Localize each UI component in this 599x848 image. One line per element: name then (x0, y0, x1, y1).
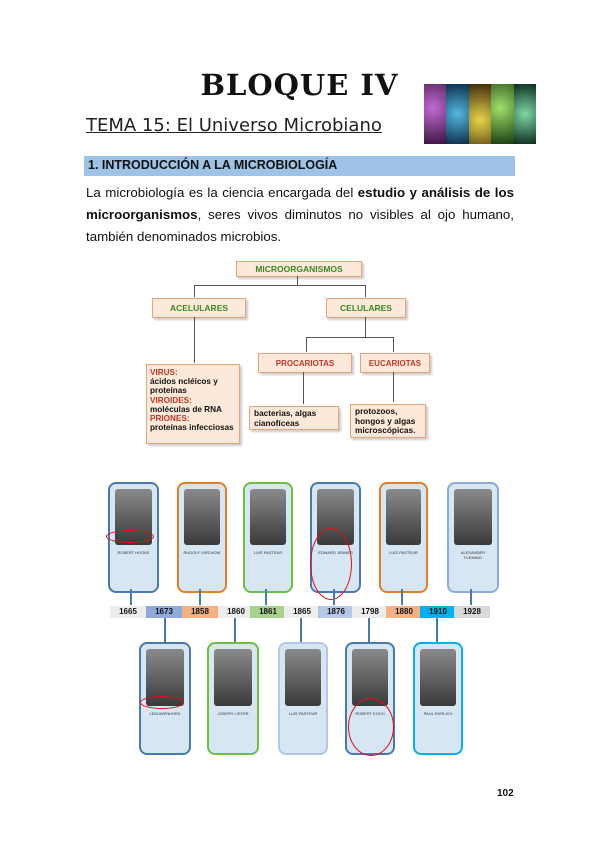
section-heading-bar: 1. INTRODUCCIÓN A LA MICROBIOLOGÍA (84, 156, 515, 176)
virus-label: VIRUS: (150, 368, 178, 377)
scientist-name: ROBERT HOOKE (117, 549, 150, 555)
viroides-label: VIROIDES: (150, 395, 192, 405)
year-1858: 1858 (182, 606, 218, 618)
node-eucariotas: EUCARIOTAS (360, 353, 430, 373)
highlight-ring (348, 698, 394, 756)
portrait-image (214, 649, 252, 706)
scientist-name: LUIS PASTEUR (288, 710, 318, 716)
year-1798: 1798 (352, 606, 388, 618)
highlight-ring (140, 696, 184, 709)
portrait-image (454, 489, 492, 545)
portrait-image (420, 649, 456, 706)
priones-text: proteínas infecciosas (150, 423, 234, 433)
card-luis-pasteur-1865: LUIS PASTEUR (278, 642, 328, 755)
scientist-name: LUIS PASTEUR (389, 549, 418, 555)
card-rudolf-virchow: RUDOLF VIRCHOW (177, 482, 227, 593)
year-1673: 1673 (146, 606, 182, 618)
year-1861: 1861 (250, 606, 286, 618)
card-luis-pasteur-1861: LUIS PASTEUR (243, 482, 293, 593)
card-joseph-lister: JOSEPH LISTER (207, 642, 259, 755)
scientist-name: JOSEPH LISTER (217, 710, 249, 716)
para-text-1: La microbiología es la ciencia encargada… (86, 185, 358, 200)
section-heading: 1. INTRODUCCIÓN A LA MICROBIOLOGÍA (88, 158, 338, 172)
year-1860: 1860 (218, 606, 254, 618)
highlight-ring (310, 528, 352, 600)
scientist-name: LEEUWENHOEK (149, 710, 181, 716)
scientist-name: RUDOLF VIRCHOW (183, 549, 221, 555)
node-acelulares: ACELULARES (152, 298, 246, 318)
viroides-text: moléculas de RNA (150, 404, 222, 414)
virus-text: ácidos ncléicos y proteínas (150, 377, 218, 396)
card-luis-pasteur-1880: LUIS PASTEUR (379, 482, 428, 593)
year-1910: 1910 (420, 606, 456, 618)
year-1880: 1880 (386, 606, 422, 618)
node-procariotas-examples: bacterias, algas cianofíceas (249, 406, 339, 430)
node-celulares: CELULARES (326, 298, 406, 318)
priones-label: PRIONES: (150, 414, 190, 424)
year-1928: 1928 (454, 606, 490, 618)
para-bold-text: estudio y análisis de los microorganismo… (86, 185, 514, 222)
year-1876: 1876 (318, 606, 354, 618)
intro-paragraph: La microbiología es la ciencia encargada… (86, 182, 514, 248)
scientist-name: ALEXANDER FLEMING (460, 549, 486, 560)
portrait-image (386, 489, 421, 545)
node-eucariotas-examples: protozoos, hongos y algas microscópicas. (350, 404, 426, 438)
card-alexander-fleming: ALEXANDER FLEMING (447, 482, 499, 593)
portrait-image (250, 489, 286, 545)
tema-heading: TEMA 15: El Universo Microbiano (86, 115, 382, 136)
microbe-banner-image (424, 84, 536, 144)
portrait-image (184, 489, 220, 545)
para-text-2: , seres vivos diminutos no visibles al o… (86, 207, 514, 244)
page-number: 102 (497, 788, 514, 799)
node-procariotas: PROCARIOTAS (258, 353, 352, 373)
scientist-name: LUIS PASTEUR (253, 549, 283, 555)
portrait-image (352, 649, 388, 706)
year-1665: 1665 (110, 606, 146, 618)
node-acelulares-detail: VIRUS: ácidos ncléicos y proteínas VIROI… (146, 364, 240, 444)
highlight-ring (106, 530, 154, 543)
node-microorganismos: MICROORGANISMOS (236, 261, 362, 277)
year-1865: 1865 (284, 606, 320, 618)
portrait-image (285, 649, 321, 706)
scientist-name: PAUL EHRLICH (423, 710, 453, 716)
page-title: BLOQUE IV (200, 68, 399, 102)
card-paul-ehrlich: PAUL EHRLICH (413, 642, 463, 755)
